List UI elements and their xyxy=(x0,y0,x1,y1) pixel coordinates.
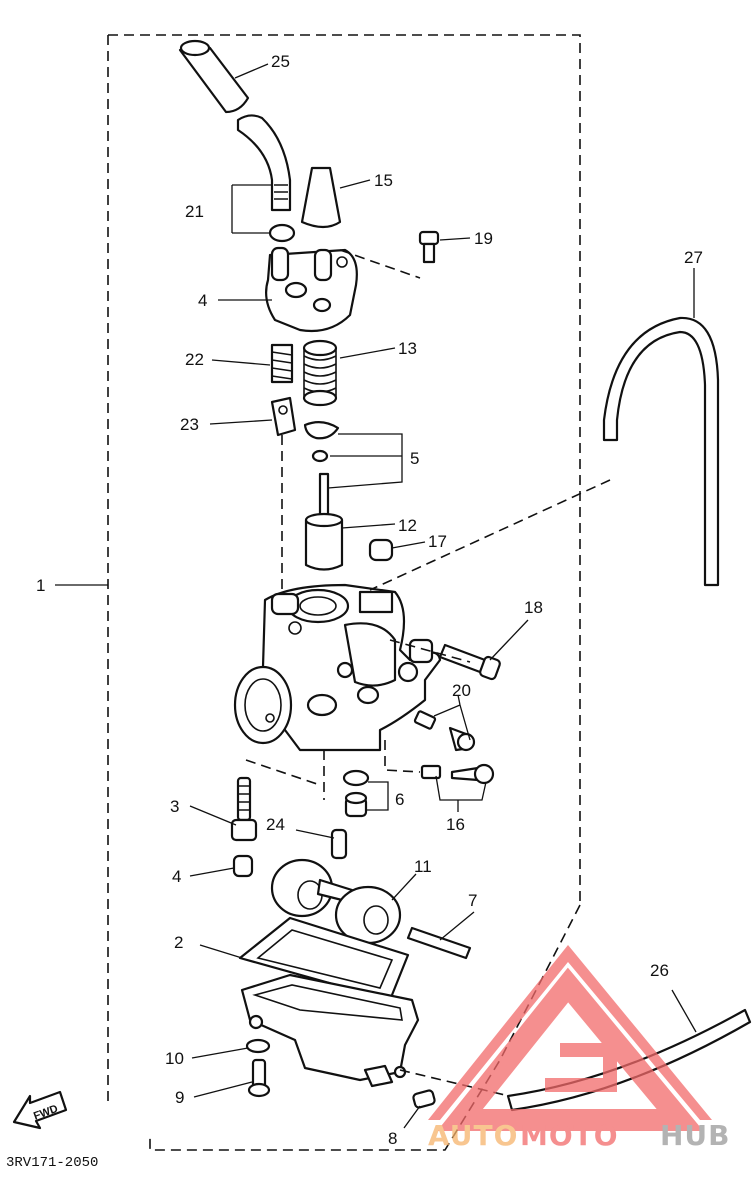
callout-25: 25 xyxy=(271,52,290,71)
callout-labels: 25 21 15 19 4 27 22 13 23 5 12 17 1 18 2… xyxy=(36,52,703,1148)
part-9-chamber-screw xyxy=(247,1058,271,1098)
callout-23: 23 xyxy=(180,415,199,434)
callout-20: 20 xyxy=(452,681,471,700)
callout-24: 24 xyxy=(266,815,285,834)
automotohub-watermark: AUTO MOTO HUB xyxy=(428,945,731,1152)
callout-8: 8 xyxy=(388,1129,397,1148)
leader-lines xyxy=(55,63,697,1129)
part-6-pilot-jet xyxy=(342,769,370,818)
watermark-text-auto: AUTO xyxy=(428,1119,518,1152)
part-23-starter-plunger xyxy=(270,396,297,437)
callout-19: 19 xyxy=(474,229,493,248)
part-13-throttle-spring xyxy=(302,339,338,407)
callout-16: 16 xyxy=(446,815,465,834)
callout-27: 27 xyxy=(684,248,703,267)
callout-22: 22 xyxy=(185,350,204,369)
part-8-drain-screw xyxy=(412,1089,436,1109)
callout-7: 7 xyxy=(468,891,477,910)
part-4-top-cover xyxy=(265,246,358,333)
callout-1: 1 xyxy=(36,576,45,595)
carburetor-body xyxy=(233,583,442,752)
float-chamber xyxy=(240,973,420,1088)
callout-11: 11 xyxy=(414,857,432,876)
part-3-needle-jet xyxy=(230,776,258,842)
callout-13: 13 xyxy=(398,339,417,358)
callout-4-lower: 4 xyxy=(172,867,181,886)
callout-6: 6 xyxy=(395,790,404,809)
part-18-throttle-stop-screw xyxy=(438,643,501,681)
callout-10: 10 xyxy=(165,1049,184,1068)
part-10-washer xyxy=(245,1038,271,1054)
part-24-main-jet xyxy=(330,828,348,860)
part-4-jet-holder xyxy=(232,854,254,878)
part-16-air-screw xyxy=(420,763,495,785)
part-17-plug xyxy=(368,538,394,562)
callout-17: 17 xyxy=(428,532,447,551)
part-22-small-spring xyxy=(270,343,294,384)
part-12-throttle-valve xyxy=(304,472,344,571)
part-5-needle-clip xyxy=(303,421,340,463)
callout-5: 5 xyxy=(410,449,419,468)
watermark-text-hub: HUB xyxy=(660,1119,731,1152)
part-15-rubber-cap xyxy=(300,166,342,229)
watermark-text-moto: MOTO xyxy=(520,1119,619,1152)
part-27-vent-hose xyxy=(602,316,720,587)
part-7-float-pin xyxy=(406,926,472,960)
part-25-hose-sleeve xyxy=(178,39,250,114)
part-19-screw xyxy=(418,230,440,264)
callout-18: 18 xyxy=(524,598,543,617)
callout-21: 21 xyxy=(185,202,204,221)
callout-15: 15 xyxy=(374,171,393,190)
callout-2: 2 xyxy=(174,933,183,952)
part-20-pilot-screw xyxy=(413,710,476,752)
callout-3: 3 xyxy=(170,797,179,816)
forward-direction-arrow: FWD xyxy=(12,1090,68,1130)
part-21-elbow-pipe xyxy=(236,114,296,243)
callout-26: 26 xyxy=(650,961,669,980)
callout-12: 12 xyxy=(398,516,417,535)
drawing-code: 3RV171-2050 xyxy=(6,1155,98,1171)
callout-9: 9 xyxy=(175,1088,184,1107)
callout-4-upper: 4 xyxy=(198,291,207,310)
